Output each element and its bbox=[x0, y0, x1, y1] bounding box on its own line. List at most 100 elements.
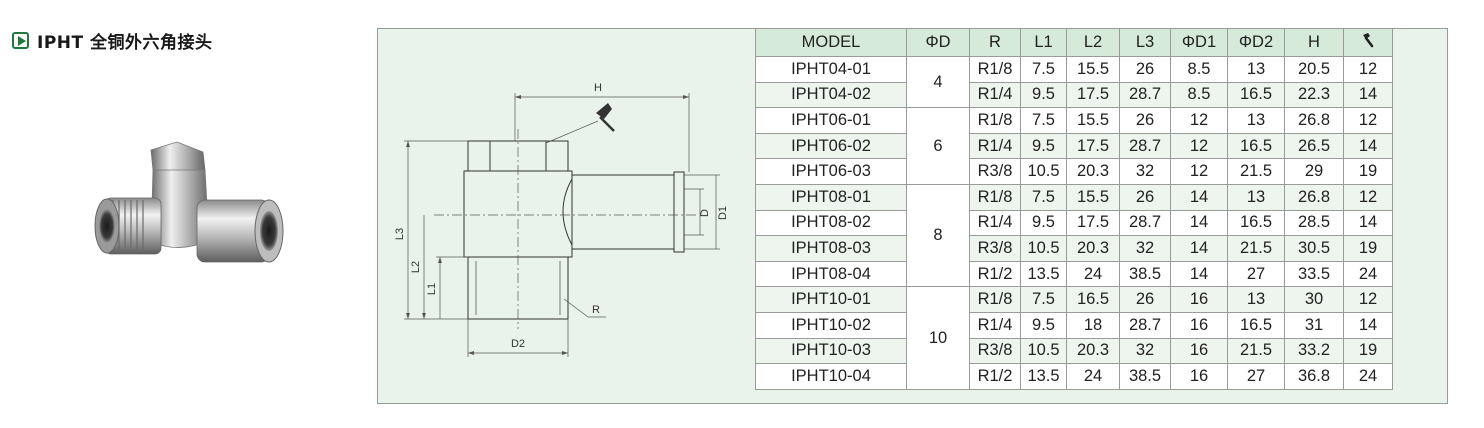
cell-l1: 10.5 bbox=[1020, 235, 1067, 262]
cell-model: IPHT10-01 bbox=[755, 286, 907, 313]
cell-model: IPHT06-02 bbox=[755, 132, 907, 160]
cell-d1: 14 bbox=[1170, 235, 1228, 262]
cell-l3: 26 bbox=[1119, 56, 1171, 83]
cell-d1: 16 bbox=[1170, 337, 1228, 365]
label-d: D bbox=[699, 209, 711, 217]
cell-l3: 26 bbox=[1119, 183, 1171, 211]
cell-d1: 16 bbox=[1170, 363, 1228, 390]
wrench-icon bbox=[1363, 33, 1374, 48]
cell-wrench: 12 bbox=[1343, 286, 1393, 313]
cell-model: IPHT08-03 bbox=[755, 235, 907, 262]
cell-l3: 28.7 bbox=[1119, 311, 1171, 339]
cell-d: 4 bbox=[906, 55, 970, 109]
cell-wrench: 14 bbox=[1343, 209, 1393, 237]
cell-model: IPHT10-04 bbox=[755, 363, 907, 390]
cell-l1: 7.5 bbox=[1020, 286, 1067, 313]
cell-r: R1/4 bbox=[969, 81, 1021, 109]
cell-l3: 26 bbox=[1119, 107, 1171, 134]
cell-d1: 14 bbox=[1170, 209, 1228, 237]
header-l3: L3 bbox=[1119, 29, 1171, 57]
cell-r: R1/8 bbox=[969, 107, 1021, 134]
cell-h: 31 bbox=[1284, 311, 1344, 339]
cell-d2: 27 bbox=[1227, 260, 1285, 288]
cell-l2: 24 bbox=[1066, 363, 1120, 390]
cell-d2: 13 bbox=[1227, 286, 1285, 313]
cell-l2: 16.5 bbox=[1066, 286, 1120, 313]
header-r: R bbox=[969, 29, 1021, 57]
cell-l2: 15.5 bbox=[1066, 56, 1120, 83]
cell-r: R1/4 bbox=[969, 132, 1021, 160]
cell-h: 26.5 bbox=[1284, 132, 1344, 160]
cell-r: R1/8 bbox=[969, 56, 1021, 83]
cell-l3: 28.7 bbox=[1119, 81, 1171, 109]
cell-l2: 17.5 bbox=[1066, 209, 1120, 237]
title-text: IPHT 全铜外六角接头 bbox=[37, 33, 213, 53]
label-h: H bbox=[594, 82, 602, 94]
cell-l3: 28.7 bbox=[1119, 209, 1171, 237]
cell-l2: 15.5 bbox=[1066, 183, 1120, 211]
cell-l2: 18 bbox=[1066, 311, 1120, 339]
cell-wrench: 14 bbox=[1343, 311, 1393, 339]
cell-model: IPHT06-01 bbox=[755, 107, 907, 134]
product-photo bbox=[94, 141, 284, 263]
header-l1: L1 bbox=[1020, 29, 1067, 57]
cell-l2: 20.3 bbox=[1066, 337, 1120, 365]
cell-d1: 16 bbox=[1170, 311, 1228, 339]
cell-model: IPHT08-02 bbox=[755, 209, 907, 237]
cell-wrench: 19 bbox=[1343, 235, 1393, 262]
cell-l2: 17.5 bbox=[1066, 132, 1120, 160]
cell-model: IPHT04-02 bbox=[755, 81, 907, 109]
table-header-row: MODEL ΦD R L1 L2 L3 ΦD1 ΦD2 H bbox=[755, 29, 1393, 57]
cell-l3: 26 bbox=[1119, 286, 1171, 313]
cell-l2: 20.3 bbox=[1066, 158, 1120, 185]
header-model: MODEL bbox=[755, 29, 907, 57]
label-l3: L3 bbox=[394, 228, 406, 240]
cell-d1: 12 bbox=[1170, 132, 1228, 160]
cell-d1: 8.5 bbox=[1170, 81, 1228, 109]
cell-d2: 21.5 bbox=[1227, 337, 1285, 365]
cell-d1: 12 bbox=[1170, 158, 1228, 185]
cell-h: 20.5 bbox=[1284, 56, 1344, 83]
cell-r: R3/8 bbox=[969, 337, 1021, 365]
cell-wrench: 19 bbox=[1343, 337, 1393, 365]
cell-d1: 14 bbox=[1170, 183, 1228, 211]
cell-d1: 8.5 bbox=[1170, 56, 1228, 83]
technical-drawing: H L3 L2 L1 D D1 D2 R bbox=[394, 82, 729, 357]
cell-l1: 9.5 bbox=[1020, 132, 1067, 160]
cell-d2: 13 bbox=[1227, 56, 1285, 83]
label-l1: L1 bbox=[426, 283, 438, 295]
section-title: IPHT 全铜外六角接头 bbox=[12, 28, 213, 53]
cell-h: 26.8 bbox=[1284, 183, 1344, 211]
cell-l3: 38.5 bbox=[1119, 363, 1171, 390]
cell-d2: 21.5 bbox=[1227, 235, 1285, 262]
header-d: ΦD bbox=[906, 29, 970, 57]
cell-wrench: 14 bbox=[1343, 132, 1393, 160]
header-d2: ΦD2 bbox=[1227, 29, 1285, 57]
cell-model: IPHT04-01 bbox=[755, 56, 907, 83]
cell-r: R1/4 bbox=[969, 209, 1021, 237]
cell-wrench: 12 bbox=[1343, 56, 1393, 83]
cell-h: 33.2 bbox=[1284, 337, 1344, 365]
spec-panel: H L3 L2 L1 D D1 D2 R MODEL ΦD R L1 L2 L3… bbox=[377, 28, 1448, 404]
header-wrench bbox=[1343, 29, 1393, 57]
cell-d1: 14 bbox=[1170, 260, 1228, 288]
cell-l2: 17.5 bbox=[1066, 81, 1120, 109]
cell-d2: 13 bbox=[1227, 183, 1285, 211]
cell-model: IPHT08-04 bbox=[755, 260, 907, 288]
cell-r: R3/8 bbox=[969, 235, 1021, 262]
cell-d2: 21.5 bbox=[1227, 158, 1285, 185]
cell-l1: 7.5 bbox=[1020, 56, 1067, 83]
cell-model: IPHT06-03 bbox=[755, 158, 907, 185]
cell-model: IPHT08-01 bbox=[755, 183, 907, 211]
cell-l3: 32 bbox=[1119, 235, 1171, 262]
cell-r: R1/2 bbox=[969, 363, 1021, 390]
header-h: H bbox=[1284, 29, 1344, 57]
